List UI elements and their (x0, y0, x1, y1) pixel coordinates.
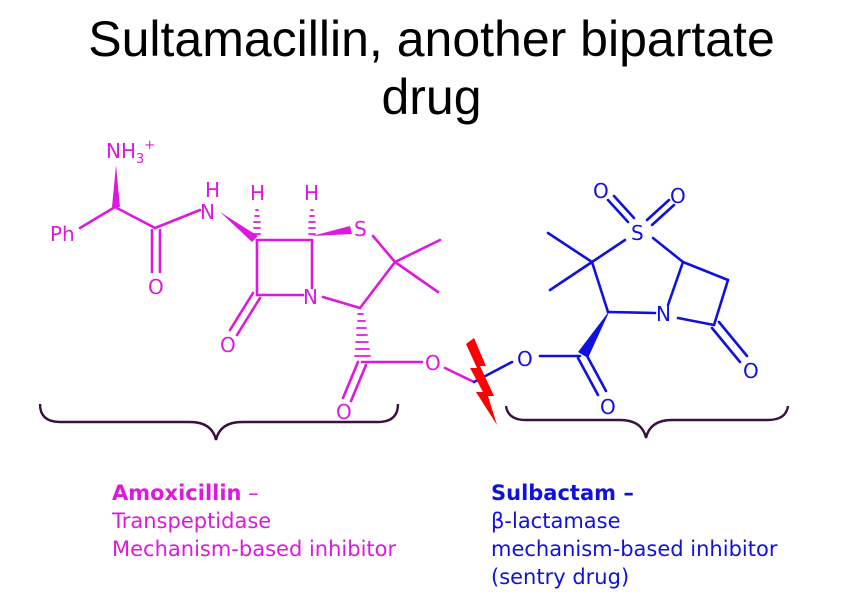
bond-sul-n-c3 (606, 310, 657, 315)
right-brace-icon (504, 405, 790, 439)
bond-o-ch2-left (443, 366, 476, 384)
sul-atom-n: N (656, 302, 671, 326)
bond-so-right-2 (650, 203, 676, 227)
bond-sul-methyl-1 (546, 231, 594, 264)
atom-ester-o-double: O (336, 400, 352, 424)
atom-lactam-o: O (220, 333, 236, 357)
sul-atom-ester-o-double: O (600, 395, 616, 419)
bond-sul-c6-c7 (712, 278, 730, 327)
wedge-c5-s (312, 226, 352, 236)
amoxicillin-name: Amoxicillin (112, 481, 242, 505)
sul-atom-ester-o-single: O (517, 347, 533, 371)
left-brace-icon (38, 403, 400, 441)
sulbactam-caption: Sulbactam – β-lactamase mechanism-based … (491, 479, 777, 591)
sulbactam-molecule (538, 194, 749, 397)
bond-sul-ester-co-1 (576, 356, 600, 397)
sul-atom-s: S (631, 221, 644, 245)
amoxicillin-caption-line-2: Transpeptidase (112, 509, 272, 533)
amoxicillin-dash: – (241, 481, 259, 505)
atom-ester-o-single: O (425, 351, 441, 375)
sul-atom-lactam-o: O (743, 359, 759, 383)
sulbactam-caption-line-2: β-lactamase (491, 509, 621, 533)
wedge-n-c6 (220, 212, 258, 242)
bond-sul-c7-n (676, 316, 716, 327)
bond-carbonyl-n (153, 208, 202, 230)
bond-ph-calpha (78, 205, 117, 230)
atom-nh3: NH3+ (106, 138, 155, 167)
hash-h-left (253, 209, 261, 235)
bond-sul-c3-cme2 (590, 260, 610, 314)
bond-ester-co-2 (349, 363, 368, 403)
amoxicillin-caption: Amoxicillin – Transpeptidase Mechanism-b… (112, 479, 396, 563)
amoxicillin-caption-line-3: Mechanism-based inhibitor (112, 537, 397, 561)
bond-c3-n (321, 295, 362, 310)
atom-ph: Ph (50, 222, 75, 246)
bond-sul-s-c5 (651, 236, 685, 264)
cleavage-lightning-icon (466, 338, 497, 425)
sulbactam-caption-line-4: (sentry drug) (491, 565, 630, 589)
bond-sul-c5-c6 (681, 260, 730, 282)
sul-atom-o-top-left: O (593, 179, 609, 203)
sulbactam-caption-line-3: mechanism-based inhibitor (491, 537, 778, 561)
bond-lactam-co-1 (228, 291, 255, 332)
amoxicillin-caption-line-1: Amoxicillin – (112, 479, 396, 507)
bond-so-right-1 (645, 198, 671, 222)
slide-title: Sultamacillin, another bipartate drug (0, 10, 863, 126)
bond-sul-c5-n (666, 260, 685, 307)
bond-ester-co-1 (341, 360, 360, 400)
hash-h-right (308, 209, 316, 235)
atom-h-right: H (304, 181, 319, 205)
atom-amide-n: N (200, 200, 215, 224)
atom-s: S (354, 217, 367, 241)
bond-sul-methyl-2 (548, 260, 594, 292)
bond-cme2-c3 (358, 260, 397, 310)
sulbactam-name: Sulbactam – (491, 481, 634, 505)
bond-sul-lactam-co-1 (710, 326, 742, 364)
sulbactam-atom-labels: S O O N O O O (517, 179, 759, 419)
bond-lactam-co-2 (235, 296, 262, 337)
bond-sul-ester-co-2 (584, 352, 608, 393)
amoxicillin-molecule (78, 205, 476, 403)
wedge-sul-c3-ester (578, 310, 610, 358)
wedge-nh3-calpha (112, 165, 120, 207)
atom-h-left: H (250, 181, 265, 205)
atom-amide-o: O (148, 275, 164, 299)
bond-methyl-2 (393, 260, 440, 294)
bond-methyl-1 (393, 238, 442, 264)
bond-s-cme2 (371, 234, 397, 264)
atom-n: N (303, 285, 318, 309)
bond-sul-lactam-co-2 (717, 320, 749, 358)
bond-so-left-2 (612, 194, 636, 220)
bond-so-left-1 (606, 198, 630, 224)
title-line-2: drug (381, 69, 482, 125)
amoxicillin-atom-labels: NH3+ Ph O H N H H S N O O O (50, 138, 441, 424)
sul-atom-o-top-right: O (670, 184, 686, 208)
hash-c3-ester (354, 313, 371, 357)
bond-calpha-carbonyl (113, 205, 157, 230)
bond-sul-cme2-s (590, 238, 627, 264)
title-line-1: Sultamacillin, another bipartate (88, 11, 775, 67)
atom-amide-h: H (205, 178, 220, 202)
